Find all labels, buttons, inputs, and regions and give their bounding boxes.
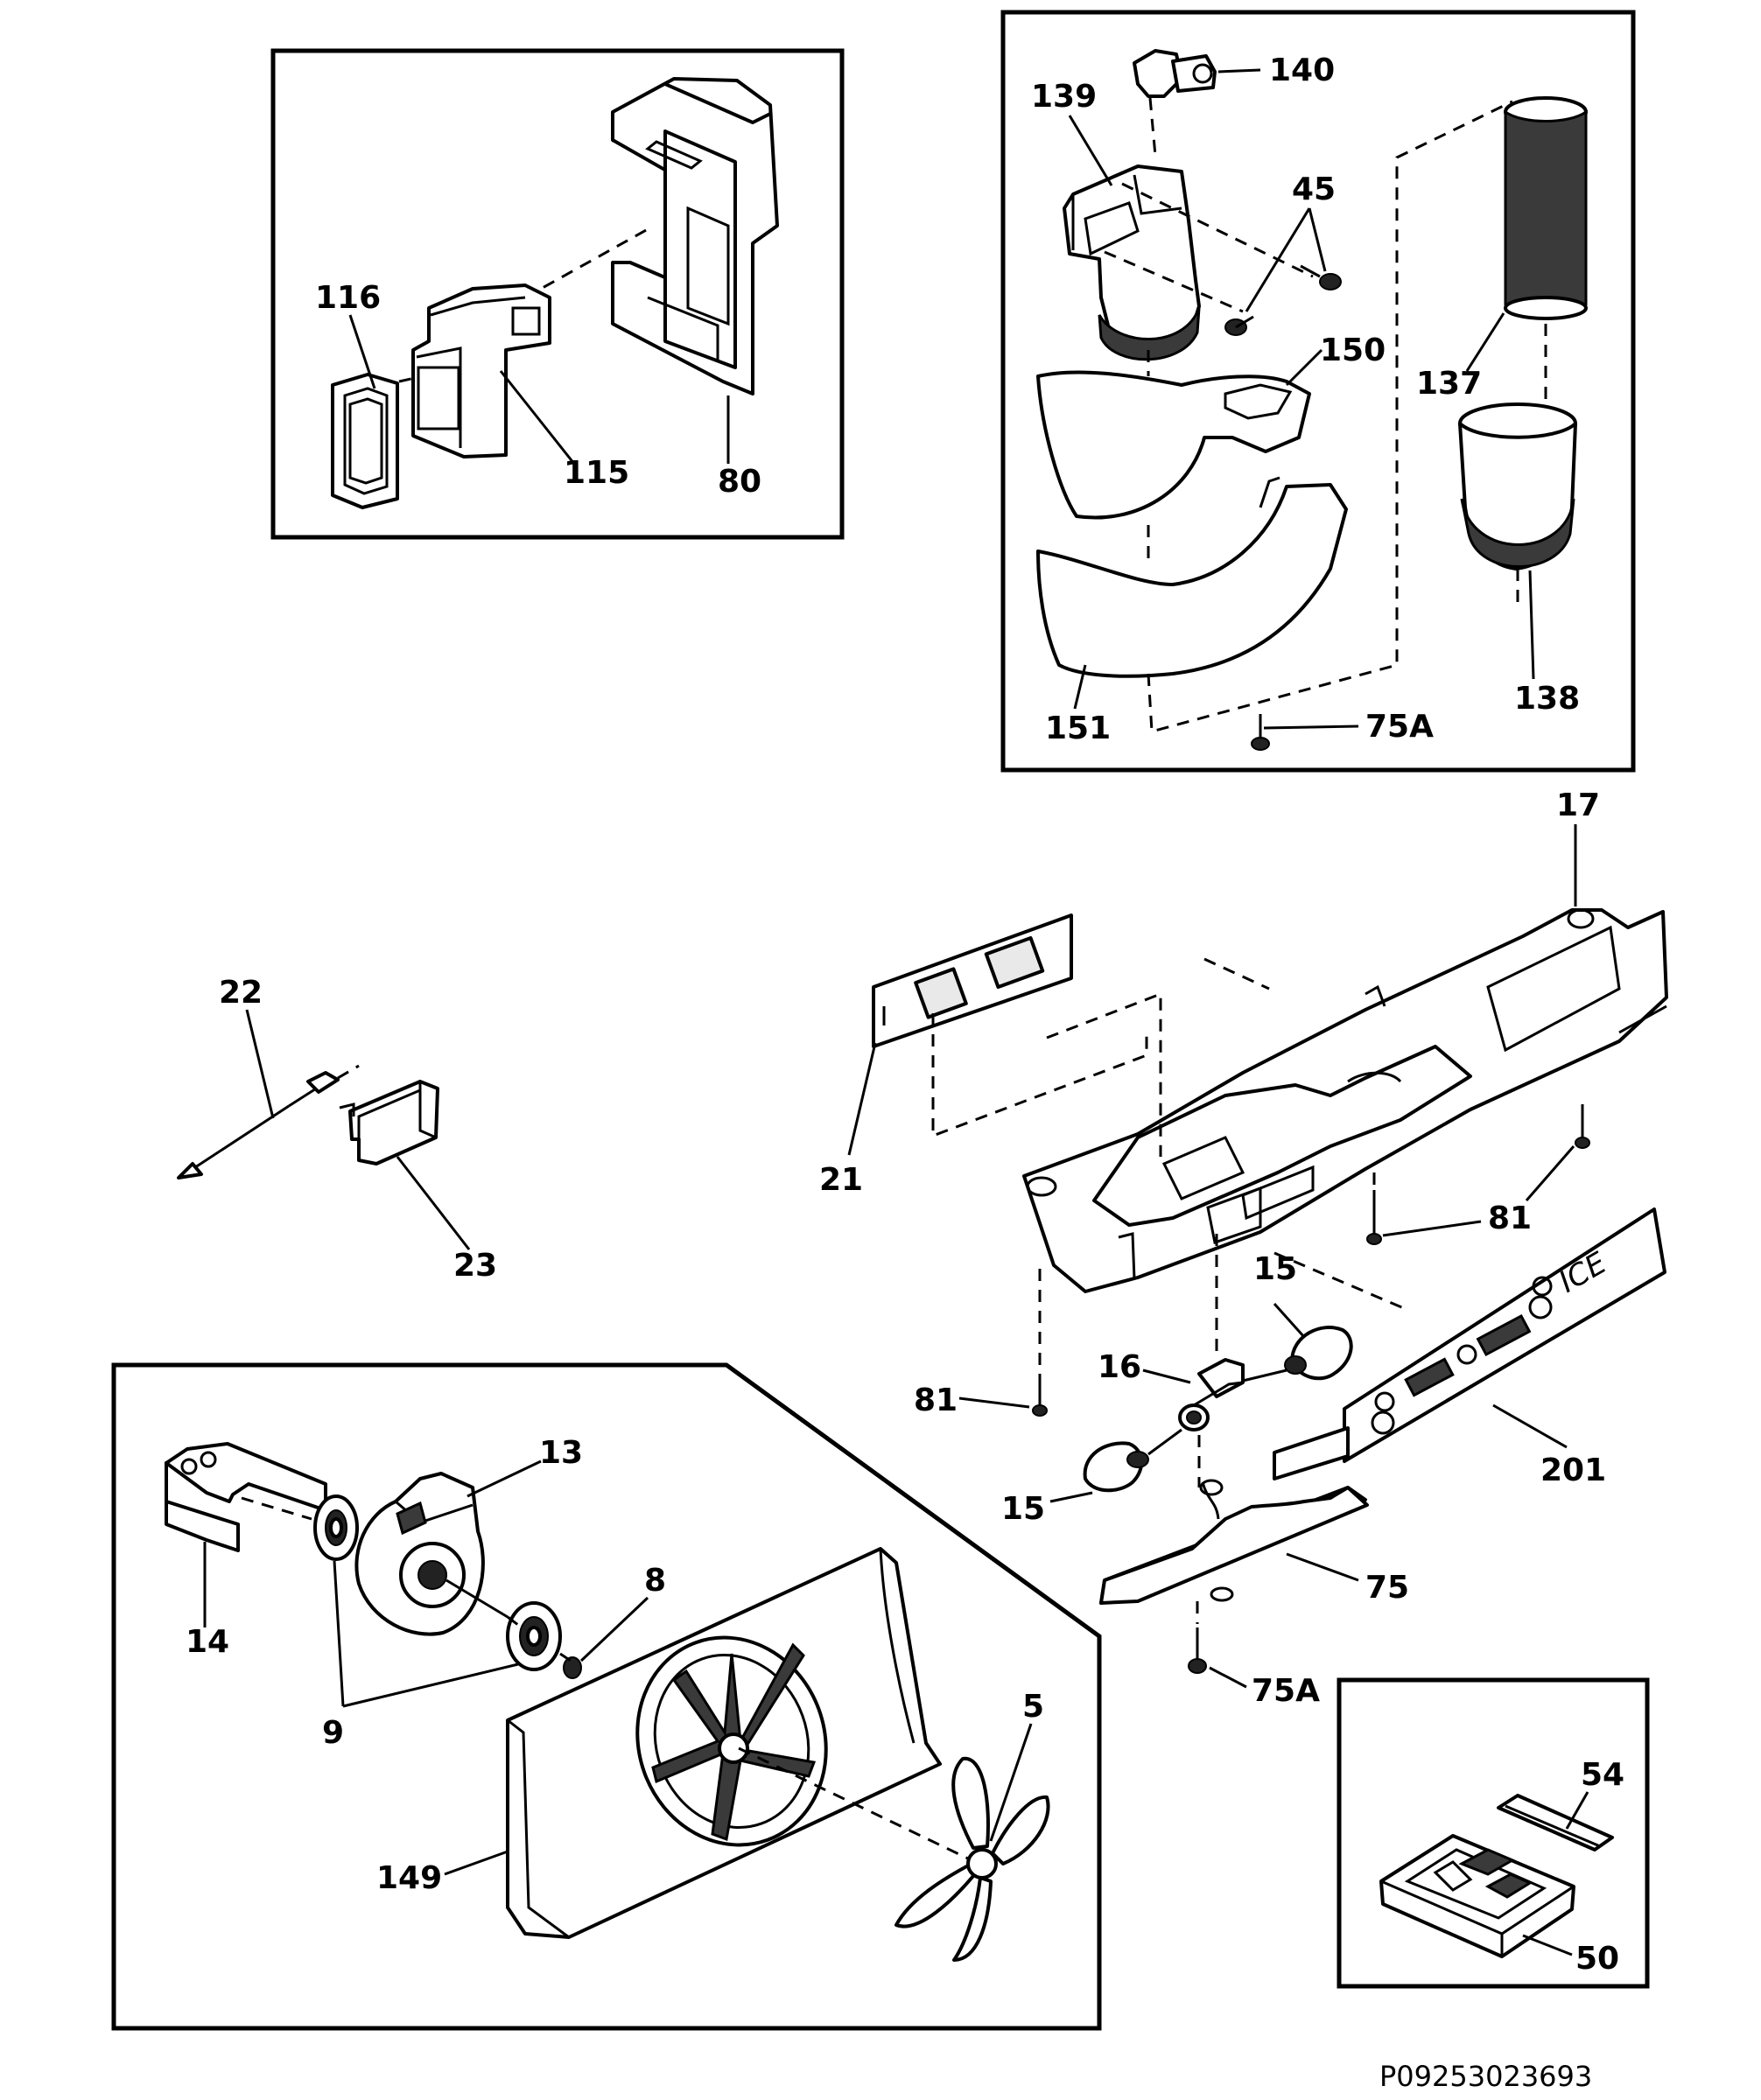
- part-75a-screw: [1251, 714, 1359, 751]
- callout-75: 75: [1365, 1570, 1409, 1606]
- part-75a-screw-mid: [1188, 1601, 1247, 1689]
- callout-138: 138: [1514, 681, 1580, 717]
- inset-cover-assembly: 116 115 80: [270, 48, 845, 540]
- callout-81: 81: [1488, 1200, 1532, 1236]
- inset-frame: [111, 1362, 1102, 2031]
- part-5-fan-blade: [738, 1746, 1050, 1962]
- assembly-line: [524, 228, 649, 299]
- callout-23: 23: [453, 1248, 497, 1284]
- part-75-drip-tray: [1099, 1479, 1369, 1605]
- callout-13: 13: [539, 1435, 583, 1471]
- callout-9: 9: [322, 1715, 344, 1751]
- part-8-nut: [559, 1652, 582, 1679]
- callout-149: 149: [376, 1860, 442, 1896]
- callout-151: 151: [1045, 710, 1111, 746]
- part-21-switch-panel: [872, 914, 1270, 1157]
- callout-21: 21: [819, 1162, 863, 1198]
- part-17-dispenser-housing: [1022, 908, 1668, 1293]
- callout-75a: 75A: [1365, 709, 1434, 745]
- callout-54: 54: [1581, 1757, 1624, 1793]
- part-115-switch: [398, 284, 551, 458]
- callout-50: 50: [1575, 1941, 1619, 1977]
- callout-137: 137: [1416, 366, 1482, 402]
- callout-201: 201: [1540, 1452, 1606, 1488]
- part-139-filter-head: [1063, 164, 1314, 361]
- callout-8: 8: [644, 1563, 666, 1599]
- callout-116: 116: [315, 280, 381, 316]
- part-54-strip: [1497, 1794, 1614, 1852]
- part-137-filter-cartridge: [1504, 96, 1588, 401]
- part-22-actuator-rod: [177, 1064, 360, 1180]
- callout-22: 22: [219, 975, 263, 1011]
- callout-17: 17: [1556, 788, 1600, 823]
- part-138-filter-housing: [1458, 402, 1577, 604]
- part-140-elbow-fitting: [1133, 49, 1261, 98]
- callout-45: 45: [1292, 172, 1336, 207]
- part-14-bracket: [165, 1442, 327, 1552]
- part-9-grommets: [313, 1494, 562, 1671]
- drawing-code: P09253023693: [1379, 2060, 1592, 2093]
- part-116-gasket: [331, 373, 399, 509]
- part-201-name-plate: ICE: [1273, 1208, 1666, 1480]
- callout-16: 16: [1098, 1349, 1141, 1385]
- part-23-actuator-cover: [339, 1080, 439, 1166]
- inset-tray-assembly: 54 50: [1337, 1677, 1650, 1989]
- part-80-cover: [611, 77, 779, 396]
- inset-water-filter: 140 139 45 150 137 138 151 75A: [1000, 10, 1636, 773]
- part-16-lamp-socket: [1142, 1234, 1245, 1488]
- callout-115: 115: [564, 455, 629, 491]
- inset-frame: [1337, 1677, 1650, 1989]
- callout-75a-mid: 75A: [1252, 1673, 1320, 1709]
- callout-139: 139: [1031, 79, 1097, 115]
- actuator-assembly: 22 23: [177, 975, 497, 1284]
- part-81-screws: [958, 1104, 1590, 1417]
- callout-81-left: 81: [914, 1382, 958, 1418]
- part-15-bulbs: [1049, 1302, 1353, 1503]
- part-50-tray: [1379, 1834, 1575, 1958]
- part-13-fan-motor: [354, 1472, 523, 1636]
- callout-80: 80: [718, 464, 761, 500]
- callout-14: 14: [186, 1624, 229, 1660]
- dispenser-housing-assembly: ICE 17 21 81 81 15 16 15 201 7: [819, 788, 1668, 1709]
- inset-frame: [1000, 10, 1636, 773]
- inset-fan-assembly: 13 14 8 9 5 149: [111, 1362, 1102, 2031]
- part-150-upper-cover: [1036, 370, 1311, 520]
- callout-150: 150: [1320, 332, 1386, 368]
- inset-frame: [270, 48, 845, 540]
- callout-140: 140: [1269, 52, 1335, 88]
- callout-15-upper: 15: [1253, 1251, 1297, 1287]
- part-45-screws: [1224, 207, 1342, 336]
- callout-5: 5: [1022, 1689, 1044, 1725]
- assembly-lines: [1147, 100, 1513, 733]
- part-149-fan-shroud: [506, 1547, 942, 1939]
- part-151-lower-cover: [1036, 476, 1348, 678]
- callout-15-lower: 15: [1001, 1491, 1045, 1527]
